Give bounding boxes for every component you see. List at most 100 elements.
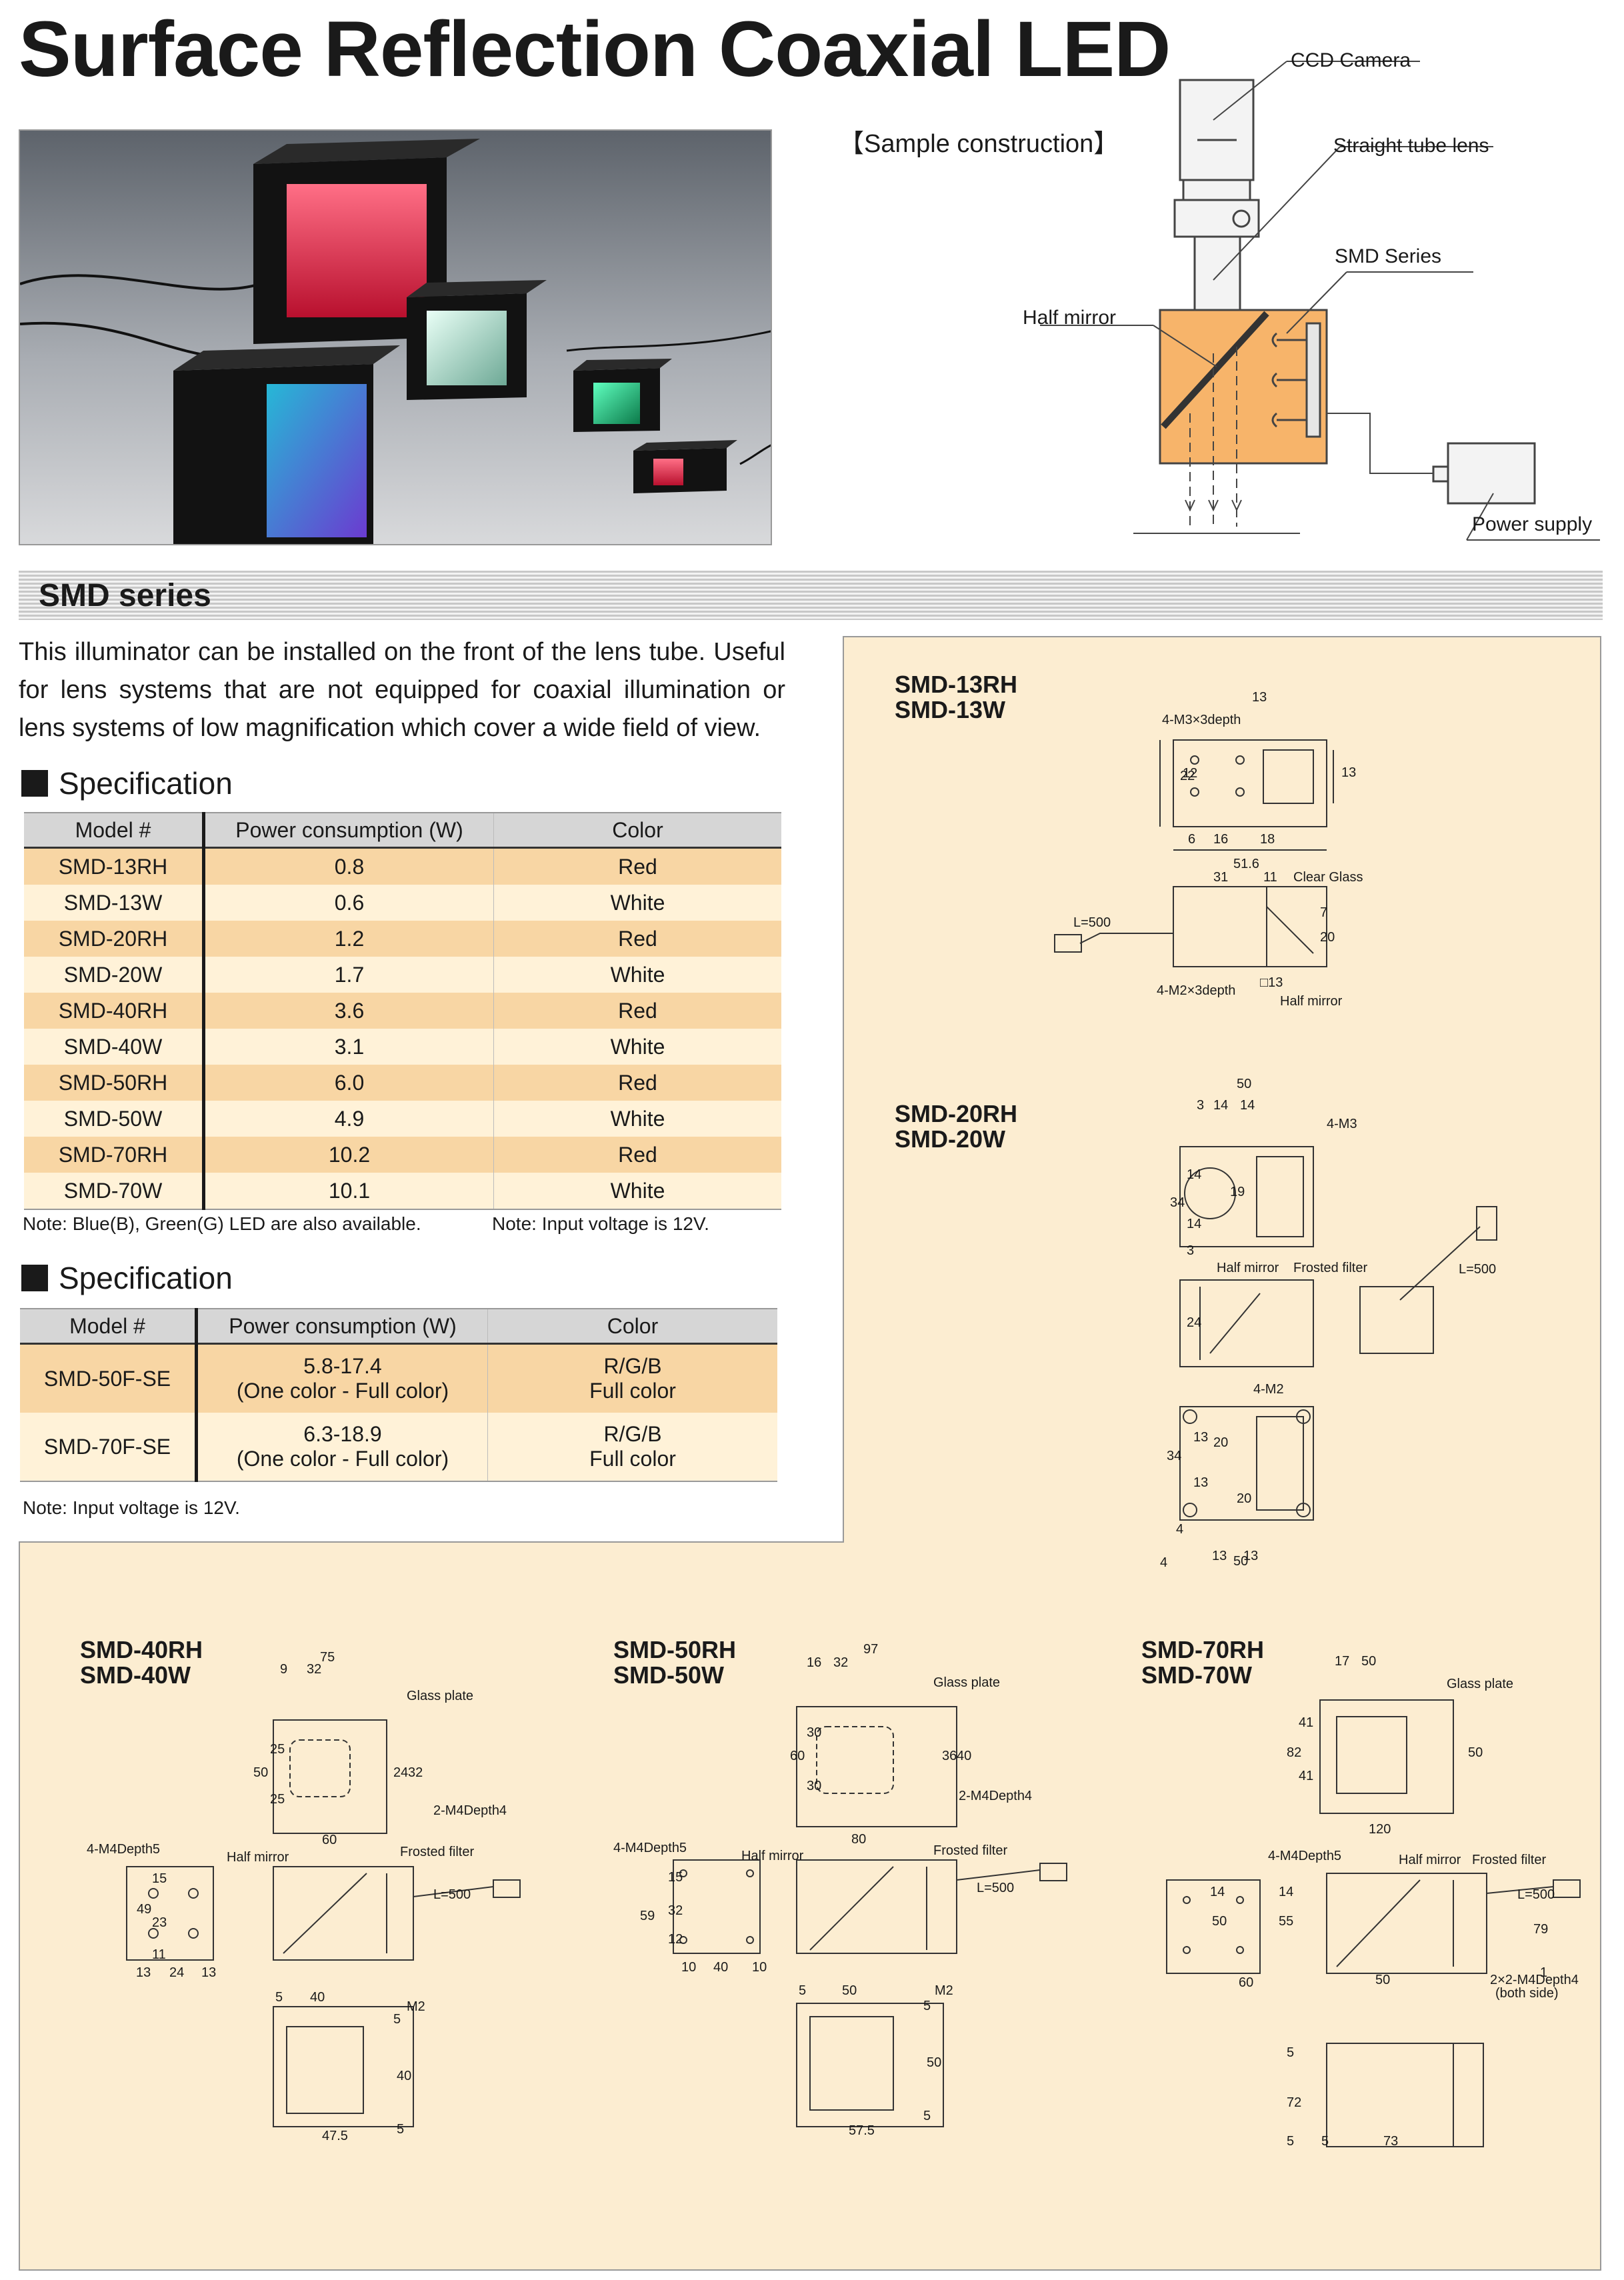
dimension-label: 15 <box>668 1870 683 1885</box>
dimension-label: 2-M4Depth4 <box>959 1789 1032 1803</box>
straight-tube-lens-label: Straight tube lens <box>1333 135 1489 157</box>
dimension-label: 13 <box>1243 1549 1258 1563</box>
table-cell: 3.6 <box>203 993 494 1029</box>
dimension-label: 14 <box>1240 1098 1255 1113</box>
table-cell: 3.1 <box>203 1029 494 1065</box>
dimension-label: 31 <box>1213 870 1228 885</box>
dimension-label: 40 <box>957 1749 971 1763</box>
dimension-label: 32 <box>668 1903 683 1918</box>
dimension-label: 36 <box>942 1749 957 1763</box>
dimension-label: 5 <box>1287 2134 1294 2149</box>
dimension-label: 22 <box>1180 769 1195 783</box>
dimension-label: 4-M3×3depth <box>1162 713 1241 727</box>
dimension-label: L=500 <box>1459 1262 1496 1277</box>
dimension-label: 20 <box>1213 1435 1228 1450</box>
dimension-label: 5 <box>1287 2045 1294 2060</box>
product-photo <box>19 129 772 545</box>
table-cell: SMD-50F-SE <box>20 1343 198 1413</box>
dimension-label: L=500 <box>1517 1887 1555 1902</box>
dimension-label: 50 <box>1361 1654 1376 1669</box>
dimension-label: 32 <box>408 1765 423 1780</box>
table-cell: SMD-40W <box>24 1029 205 1065</box>
dimension-label: 23 <box>152 1915 167 1930</box>
dimension-label: 13 <box>1252 690 1267 705</box>
dimension-label: 20 <box>1237 1491 1251 1506</box>
dimension-label: 4-M3 <box>1327 1117 1357 1131</box>
dimension-label: 9 <box>280 1662 287 1677</box>
col-power: Power consumption (W) <box>203 812 494 849</box>
dimension-label: 4-M4Depth5 <box>613 1841 687 1855</box>
dimension-label: 5 <box>799 1983 806 1998</box>
table-cell: SMD-13W <box>24 885 205 921</box>
dimension-label: 47.5 <box>322 2129 348 2143</box>
spec1-note-right: Note: Input voltage is 12V. <box>492 1213 709 1234</box>
dimension-label: 11 <box>152 1947 166 1962</box>
dimension-label: 3 <box>1197 1098 1204 1113</box>
dimension-label: 4-M4Depth5 <box>1268 1849 1341 1863</box>
table-cell: 4.9 <box>203 1101 494 1137</box>
table-cell: SMD-70W <box>24 1173 205 1210</box>
table-cell: SMD-70RH <box>24 1137 205 1173</box>
table-cell: 5.8-17.4(One color - Full color) <box>196 1343 488 1413</box>
dimension-label: 4-M2×3depth <box>1157 983 1235 998</box>
spec-table-1: Model # Power consumption (W) Color SMD-… <box>24 812 781 1210</box>
dimension-label: 50 <box>253 1765 268 1780</box>
dimension-label: L=500 <box>1073 915 1111 930</box>
col-color: Color <box>493 812 781 849</box>
dimension-label: 7 <box>1320 905 1327 920</box>
dimension-label: 14 <box>1187 1167 1201 1182</box>
dimension-label: 59 <box>640 1909 655 1923</box>
dimension-label: 24 <box>393 1765 408 1780</box>
dimension-label: 12 <box>668 1932 683 1947</box>
table-cell: White <box>493 1029 781 1065</box>
dimension-label: 73 <box>1383 2134 1398 2149</box>
col-power: Power consumption (W) <box>196 1308 488 1345</box>
table-cell: Red <box>493 847 781 885</box>
dimension-label: 79 <box>1533 1922 1548 1937</box>
table-cell: White <box>493 957 781 993</box>
heading-square-icon <box>21 1265 48 1291</box>
dimension-label: 1 <box>1540 1965 1547 1980</box>
dimension-label: 16 <box>1213 832 1228 847</box>
dimension-label: 14 <box>1210 1885 1225 1899</box>
dimension-label: Half mirror <box>1217 1261 1279 1275</box>
col-model: Model # <box>20 1308 198 1345</box>
dimension-label: 75 <box>320 1650 335 1665</box>
dimension-label: (both side) <box>1495 1986 1559 2001</box>
spec2-note: Note: Input voltage is 12V. <box>23 1497 240 1518</box>
table-cell: 6.3-18.9(One color - Full color) <box>196 1413 488 1482</box>
table-cell: SMD-70F-SE <box>20 1413 198 1482</box>
dimension-label: 57.5 <box>849 2123 875 2138</box>
dimension-label: 55 <box>1279 1914 1293 1929</box>
dimension-label: 80 <box>851 1832 866 1847</box>
table-cell: White <box>493 885 781 921</box>
dimension-label: Clear Glass <box>1293 870 1363 885</box>
dimension-label: L=500 <box>433 1887 471 1902</box>
heading-square-icon <box>21 770 48 797</box>
dimension-label: Half mirror <box>1280 994 1343 1009</box>
table-cell: SMD-50RH <box>24 1065 205 1101</box>
dimension-label: Frosted filter <box>1472 1853 1546 1867</box>
dimension-label: 13 <box>136 1965 151 1980</box>
table-cell: White <box>493 1101 781 1137</box>
col-model: Model # <box>24 812 205 849</box>
dimension-label: 5 <box>275 1990 283 2005</box>
dimension-label: Frosted filter <box>1293 1261 1367 1275</box>
dimension-label: 5 <box>923 2109 931 2123</box>
table-cell: SMD-13RH <box>24 847 205 885</box>
table-cell: 10.2 <box>203 1137 494 1173</box>
dimension-label: 60 <box>790 1749 805 1763</box>
dimension-label: □13 <box>1260 975 1283 990</box>
dimension-label: 16 <box>807 1655 821 1670</box>
dimension-label: 3 <box>1187 1243 1194 1258</box>
dimension-label: 13 <box>1193 1430 1208 1445</box>
page-title: Surface Reflection Coaxial LED <box>19 5 1171 93</box>
table-cell: 10.1 <box>203 1173 494 1210</box>
half-mirror-label: Half mirror <box>1023 307 1116 329</box>
